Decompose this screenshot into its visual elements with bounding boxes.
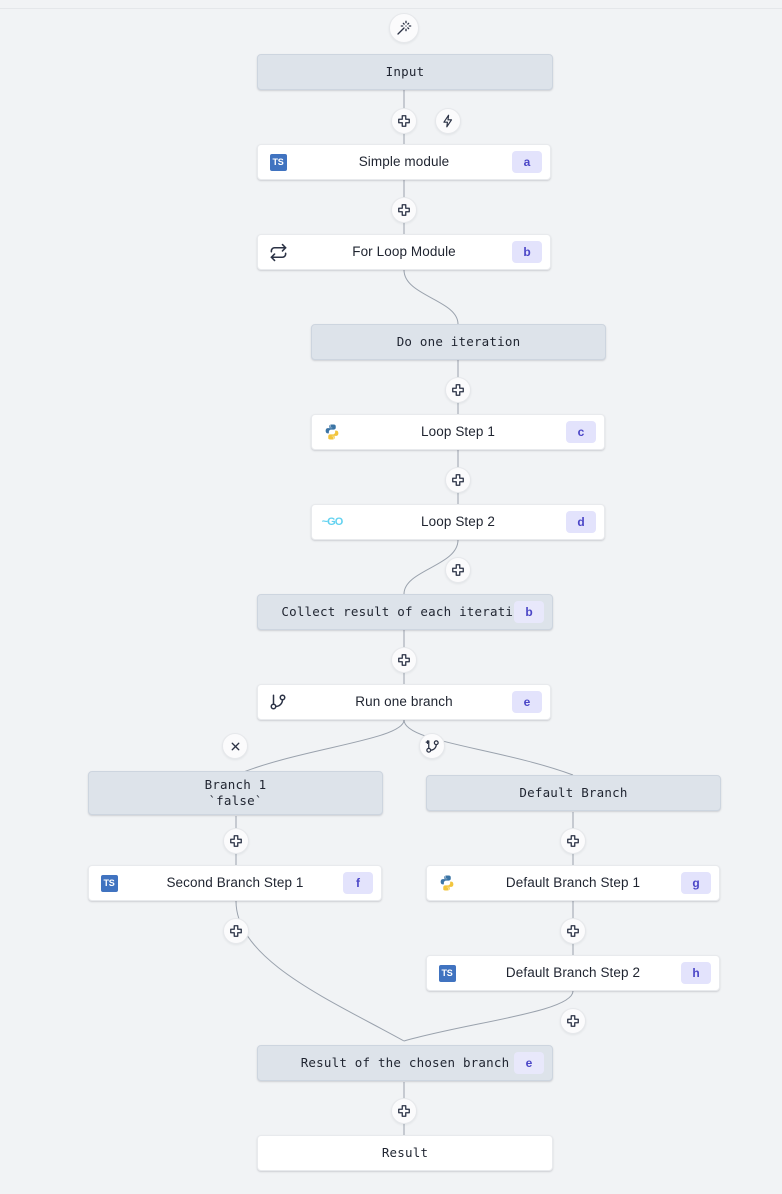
node-simple-module-badge: a	[512, 151, 542, 173]
node-collect-result-badge: b	[514, 601, 544, 623]
add-step-icon	[452, 564, 464, 576]
add-trigger-button[interactable]	[435, 108, 461, 134]
add-step-icon	[398, 204, 410, 216]
python-icon	[322, 422, 342, 442]
add-step-icon	[398, 1105, 410, 1117]
git-branch-icon	[268, 692, 288, 712]
node-input[interactable]: Input	[257, 54, 553, 90]
add-step-button-after-input[interactable]	[391, 108, 417, 134]
node-loop-step-1[interactable]: Loop Step 1 c	[311, 414, 605, 450]
magic-wand-button[interactable]	[389, 13, 419, 43]
node-default-branch-step-2-badge: h	[681, 962, 711, 984]
node-default-branch-step-1-badge: g	[681, 872, 711, 894]
add-step-button-after-result-of-chosen-branch[interactable]	[391, 1098, 417, 1124]
add-branch-button[interactable]	[419, 733, 445, 759]
node-loop-step-1-label: Loop Step 1	[421, 423, 495, 439]
node-result-of-chosen-branch[interactable]: Result of the chosen branch e	[257, 1045, 553, 1081]
node-branch-1[interactable]: Branch 1 `false`	[88, 771, 383, 815]
magic-wand-icon	[397, 20, 412, 35]
add-branch-icon	[425, 739, 439, 753]
node-run-one-branch[interactable]: Run one branch e	[257, 684, 551, 720]
add-step-icon	[567, 925, 579, 937]
add-step-button-after-collect-result[interactable]	[391, 647, 417, 673]
node-second-branch-step-1-badge: f	[343, 872, 373, 894]
add-step-icon	[452, 474, 464, 486]
node-do-one-iteration-label: Do one iteration	[396, 334, 521, 350]
node-loop-step-2[interactable]: ~GO Loop Step 2 d	[311, 504, 605, 540]
header-divider	[0, 8, 782, 9]
remove-branch-button[interactable]	[222, 733, 248, 759]
node-do-one-iteration[interactable]: Do one iteration	[311, 324, 606, 360]
add-step-icon	[452, 384, 464, 396]
node-for-loop-module[interactable]: For Loop Module b	[257, 234, 551, 270]
node-run-one-branch-label: Run one branch	[355, 693, 453, 709]
node-simple-module[interactable]: TS Simple module a	[257, 144, 551, 180]
node-default-branch-step-1-label: Default Branch Step 1	[505, 874, 641, 890]
add-step-icon	[230, 925, 242, 937]
go-icon: ~GO	[321, 516, 344, 528]
trigger-icon	[443, 114, 453, 128]
add-step-icon	[398, 115, 410, 127]
node-second-branch-step-1[interactable]: TS Second Branch Step 1 f	[88, 865, 382, 901]
node-input-label: Input	[385, 64, 425, 80]
node-result[interactable]: Result	[257, 1135, 553, 1171]
node-result-of-chosen-branch-label: Result of the chosen branch	[300, 1055, 510, 1071]
add-step-button-after-simple-module[interactable]	[391, 197, 417, 223]
add-step-button-after-loop-step-1[interactable]	[445, 467, 471, 493]
typescript-icon: TS	[437, 963, 457, 983]
python-logo	[440, 875, 454, 891]
add-step-button-after-loop-step-2[interactable]	[445, 557, 471, 583]
node-result-label: Result	[381, 1145, 429, 1161]
node-default-branch-label: Default Branch	[519, 785, 628, 801]
add-step-icon	[230, 835, 242, 847]
node-result-of-chosen-branch-badge: e	[514, 1052, 544, 1074]
node-default-branch-step-2-label: Default Branch Step 2	[505, 964, 641, 980]
node-collect-result[interactable]: Collect result of each iteration b	[257, 594, 553, 630]
add-step-icon	[567, 1015, 579, 1027]
add-step-button-after-default-branch-step-1[interactable]	[560, 918, 586, 944]
node-default-branch-step-2[interactable]: TS Default Branch Step 2 h	[426, 955, 720, 991]
node-loop-step-2-label: Loop Step 2	[421, 513, 495, 529]
node-default-branch[interactable]: Default Branch	[426, 775, 721, 811]
add-step-icon	[567, 835, 579, 847]
node-loop-step-1-badge: c	[566, 421, 596, 443]
python-icon	[437, 873, 457, 893]
node-for-loop-module-badge: b	[512, 241, 542, 263]
node-second-branch-step-1-label: Second Branch Step 1	[166, 874, 304, 890]
typescript-icon: TS	[99, 873, 119, 893]
node-simple-module-label: Simple module	[358, 153, 450, 169]
repeat-icon	[268, 242, 288, 262]
add-step-button-after-default-branch-step-2[interactable]	[560, 1008, 586, 1034]
add-step-button-after-do-one-iteration[interactable]	[445, 377, 471, 403]
python-logo	[325, 424, 339, 440]
node-collect-result-label: Collect result of each iteration	[281, 604, 529, 620]
node-branch-1-label: Branch 1 `false`	[204, 777, 267, 808]
add-step-button-after-default-branch[interactable]	[560, 828, 586, 854]
close-icon	[231, 742, 239, 750]
typescript-icon: TS	[268, 152, 288, 172]
add-step-button-after-branch-1[interactable]	[223, 828, 249, 854]
add-step-icon	[398, 654, 410, 666]
node-for-loop-module-label: For Loop Module	[352, 243, 456, 259]
node-run-one-branch-badge: e	[512, 691, 542, 713]
node-loop-step-2-badge: d	[566, 511, 596, 533]
add-step-button-after-second-branch-step-1[interactable]	[223, 918, 249, 944]
node-default-branch-step-1[interactable]: Default Branch Step 1 g	[426, 865, 720, 901]
